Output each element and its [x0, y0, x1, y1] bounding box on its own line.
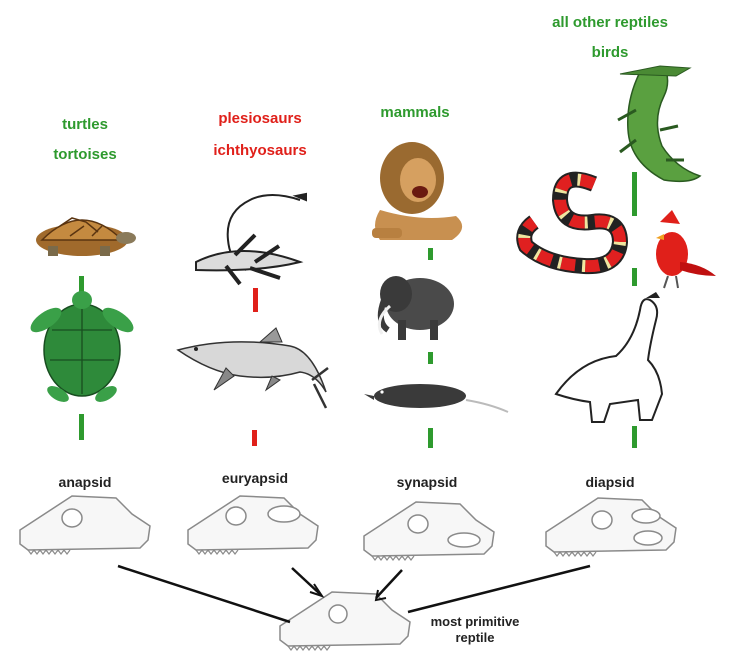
diapsid-connector-3	[632, 426, 637, 448]
tortoise-icon	[36, 218, 136, 256]
alligator-icon	[618, 66, 700, 181]
sauropod-icon	[556, 292, 662, 422]
branch-anapsid	[118, 566, 290, 622]
euryapsid-skull-icon	[188, 496, 318, 554]
branch-synapsid	[376, 570, 402, 598]
branch-euryapsid	[292, 568, 320, 594]
mammoth-icon	[379, 276, 454, 340]
coral-snake-icon	[524, 180, 620, 267]
plesiosaur-icon	[196, 194, 306, 284]
diapsid-connector-2	[632, 268, 637, 286]
diapsid-connector-1	[632, 172, 637, 216]
synapsid-skull-icon	[364, 502, 494, 560]
anapsid-skull-icon	[20, 496, 150, 554]
cardinal-icon	[656, 210, 716, 288]
euryapsid-connector-1	[253, 288, 258, 312]
synapsid-connector-3	[428, 428, 433, 448]
diapsid-skull-icon	[546, 498, 676, 556]
primitive-reptile-skull-icon	[280, 592, 410, 650]
ichthyosaur-icon	[178, 328, 328, 408]
synapsid-connector-2	[428, 352, 433, 364]
branch-diapsid	[408, 566, 590, 612]
euryapsid-connector-2	[252, 430, 257, 446]
sea-turtle-icon	[27, 291, 138, 405]
shrew-icon	[364, 384, 508, 412]
anapsid-connector-2	[79, 414, 84, 440]
synapsid-connector-1	[428, 248, 433, 260]
lion-icon	[372, 142, 462, 240]
